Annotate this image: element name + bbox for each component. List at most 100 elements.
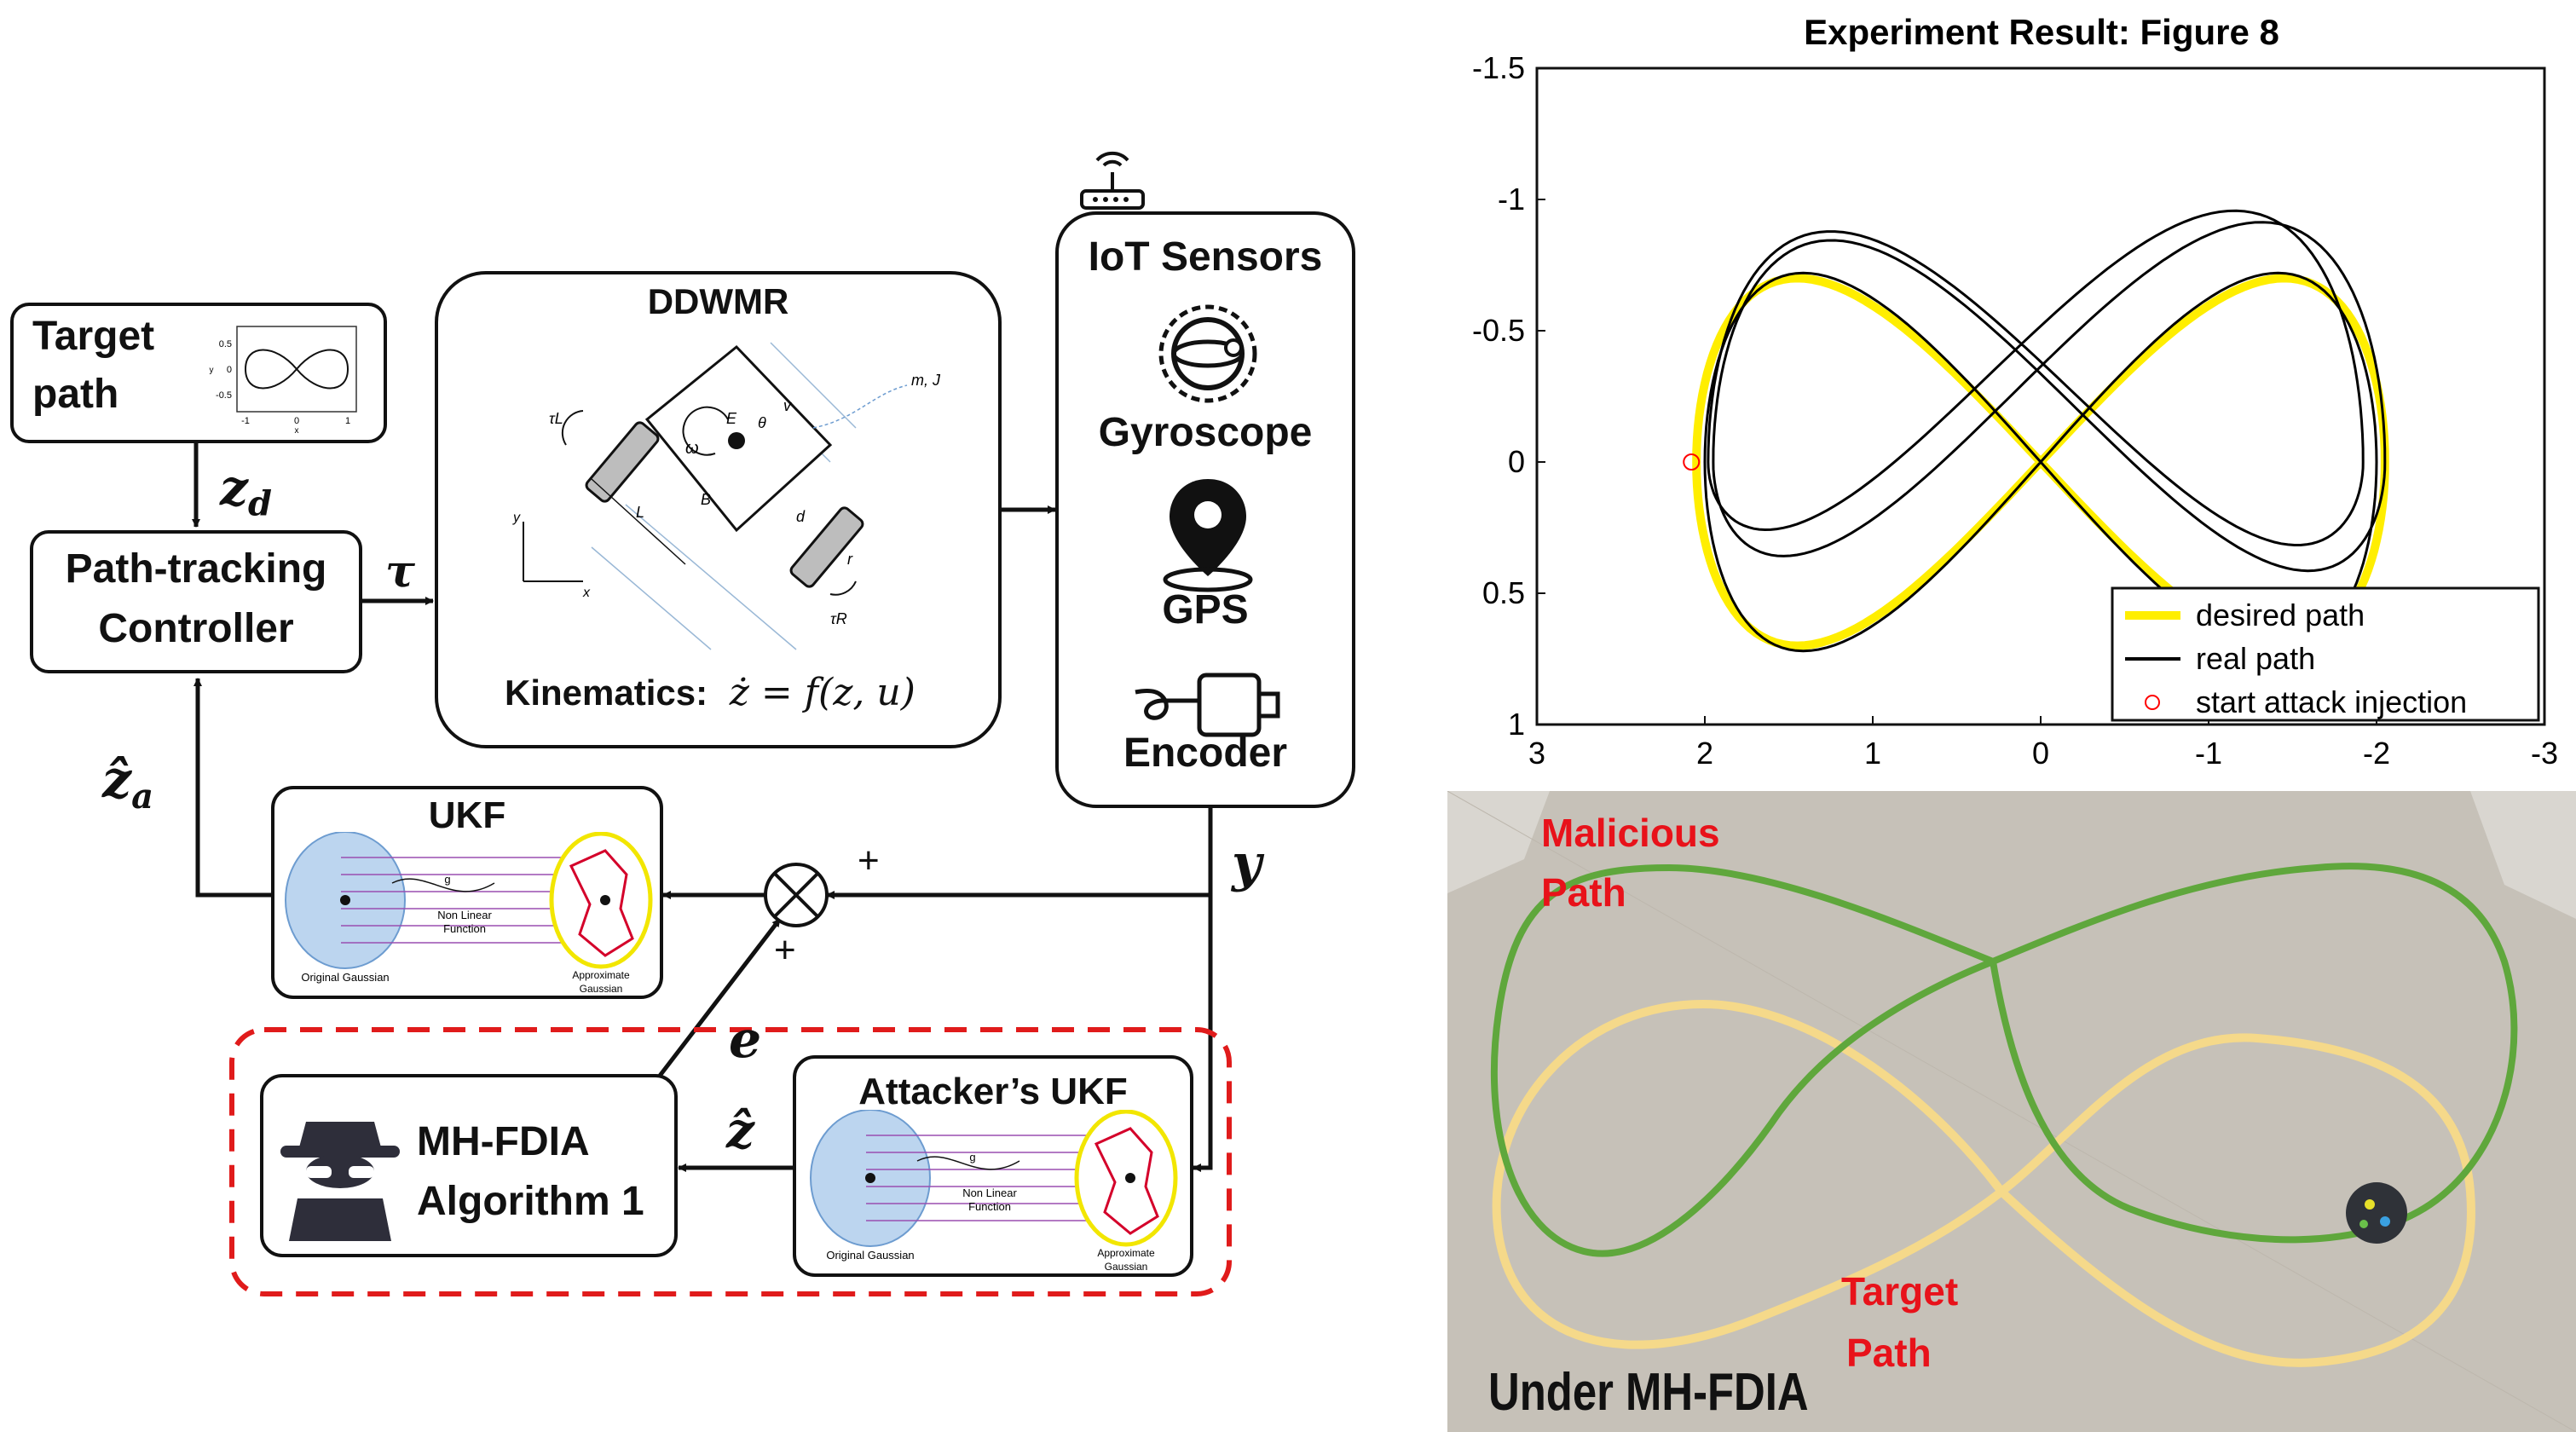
zd-sub: d — [247, 483, 272, 524]
plus-sign-bottom: + — [774, 929, 796, 971]
ukf-approx2-label: Gaussian — [580, 983, 623, 994]
malicious-label-1: Malicious — [1541, 811, 1720, 855]
photo-malicious-path — [1490, 863, 2518, 1257]
attacker-ukf-orig-label: Original Gaussian — [826, 1249, 914, 1262]
series-real-path-lap — [1712, 221, 2387, 573]
mini-ylabel: y — [210, 366, 214, 375]
controller-label-1: Path-tracking — [65, 546, 327, 592]
axis-y-label: y — [512, 511, 521, 525]
za-hat-main: ẑ — [102, 750, 132, 810]
theta-label: θ — [758, 414, 766, 431]
kinematics-label: Kinematics: ż = f(z, u) — [505, 671, 915, 714]
y-label: y — [1232, 834, 1262, 893]
encoder-icon — [1135, 673, 1280, 737]
ukf-transform-diagram: g Non Linear Function Original Gaussian … — [285, 832, 653, 994]
attacker-ukf-title: Attacker’s UKF — [858, 1071, 1128, 1112]
attacker-ukf-approx2-label: Gaussian — [1105, 1261, 1148, 1272]
ukf-orig-label: Original Gaussian — [301, 971, 389, 984]
mhfdia-label-1: MH-FDIA — [417, 1119, 590, 1164]
attacker-ukf-approx1-label: Approximate — [1097, 1247, 1155, 1259]
r-label: r — [847, 551, 853, 568]
omega-arc — [682, 406, 729, 456]
malicious-label-2: Path — [1541, 870, 1626, 915]
gps-icon — [1163, 479, 1253, 592]
tau-label: τ — [385, 546, 415, 598]
ukf-g-label: g — [444, 873, 450, 886]
attacker-ukf-transform-diagram: g Non Linear Function Original Gaussian … — [810, 1110, 1178, 1272]
za-hat-sub: a — [131, 777, 153, 817]
ukf-nl2-label: Function — [443, 922, 486, 935]
d-label: d — [796, 508, 806, 525]
x-tick-label: 1 — [1864, 736, 1881, 771]
attacker-ukf-nl2-label: Function — [968, 1200, 1011, 1213]
tauR-arc — [829, 580, 857, 596]
zd-label: zd — [220, 459, 272, 524]
y-tick-label: 1 — [1508, 707, 1525, 742]
y-tick-label: -1.5 — [1472, 50, 1525, 85]
x-tick-label: 3 — [1528, 736, 1545, 771]
attacker-ukf-nl1-label: Non Linear — [962, 1187, 1017, 1199]
L-dim — [591, 478, 686, 565]
controller-label-2: Controller — [98, 606, 294, 651]
robot-center — [728, 432, 745, 449]
mini-ytick-3: -0.5 — [216, 390, 232, 401]
x-tick-label: 2 — [1696, 736, 1713, 771]
E-label: E — [726, 410, 737, 427]
arrow-y-to-attacker-ukf — [1193, 895, 1213, 1172]
connector-layer — [192, 443, 1232, 1296]
series-real-path-lap — [1707, 209, 2365, 546]
robot-drawing: τL τR ω E θ v m, J L B d r y x — [512, 342, 941, 650]
kinematics-equation: ż = f(z, u) — [717, 671, 915, 714]
tauL-label: τL — [549, 410, 563, 427]
e-label: e — [729, 1010, 762, 1070]
x-tick-label: -3 — [2531, 736, 2558, 771]
mini-ytick-1: 0.5 — [219, 339, 232, 349]
omega-label: ω — [685, 439, 699, 458]
tauR-label: τR — [830, 610, 847, 627]
path-tracking-controller-box: Path-tracking Controller — [30, 530, 362, 673]
x-tick-label: 0 — [2032, 736, 2049, 771]
right-wheel — [789, 506, 864, 588]
legend-label-attack: start attack injection — [2196, 684, 2467, 719]
robot-photo-icon — [2346, 1182, 2407, 1244]
target-path-label-2: path — [32, 372, 119, 417]
y-tick-label: 0 — [1508, 444, 1525, 479]
kinematics-text: Kinematics: — [505, 673, 708, 713]
target-path-mini-plot: 0.5 0 -0.5 -1 0 1 x y — [210, 326, 357, 434]
zd-main: z — [220, 459, 248, 517]
ukf-box: UKF g Non Linear Function Original Gauss… — [271, 786, 663, 999]
chart-legend: desired path real path start attack inje… — [2111, 586, 2540, 722]
mini-xtick-1: -1 — [241, 416, 250, 426]
x-tick-label: -1 — [2195, 736, 2222, 771]
y-tick-label: -1 — [1498, 182, 1525, 217]
start-attack-marker — [1683, 453, 1701, 471]
series-real-path-lap — [1703, 271, 2378, 653]
y-tick-label: 0.5 — [1482, 575, 1525, 610]
mJ-label: m, J — [911, 372, 941, 389]
approx-distribution — [569, 849, 634, 957]
attacker-ukf-g-label: g — [969, 1151, 975, 1164]
arrow-ukf-to-controller — [193, 678, 271, 898]
ddwmr-title: DDWMR — [647, 281, 789, 321]
iot-sensors-box: IoT Sensors Gyroscope GPS Encoder — [1055, 211, 1355, 808]
attack-region-frame — [229, 1027, 1232, 1296]
ddwmr-box: DDWMR τL τR ω E θ v m, J L B d r y x Kin… — [435, 271, 1002, 748]
target-label-2: Path — [1846, 1331, 1932, 1375]
mini-ytick-2: 0 — [227, 365, 232, 375]
target-path-label-1: Target — [32, 314, 155, 359]
photo-caption: Under MH-FDIA — [1488, 1363, 1809, 1422]
iot-title: IoT Sensors — [1088, 234, 1323, 280]
mini-xtick-2: 0 — [294, 416, 299, 426]
legend-label-real: real path — [2196, 641, 2315, 676]
za-hat-label: ẑa — [102, 750, 153, 817]
ukf-nl1-label: Non Linear — [437, 909, 492, 921]
left-wheel — [585, 421, 660, 503]
photo-scene — [1447, 791, 2576, 1432]
gyroscope-label: Gyroscope — [1098, 410, 1313, 455]
tauL-arc — [561, 410, 584, 446]
v-label: v — [783, 397, 792, 414]
mini-plot-curve — [244, 349, 349, 390]
ukf-title: UKF — [428, 794, 506, 836]
ukf-approx1-label: Approximate — [572, 969, 630, 981]
